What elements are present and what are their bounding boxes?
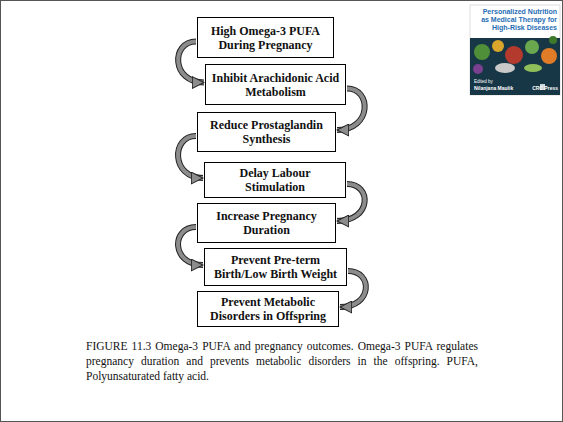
book-title: Personalized Nutrition as Medical Therap… bbox=[478, 8, 557, 32]
box-text: Prevent Metabolic Disorders in Offspring bbox=[203, 295, 333, 323]
box-text: Inhibit Arachidonic Acid Metabolism bbox=[211, 71, 340, 99]
cover-leaf bbox=[549, 36, 557, 44]
book-cover bbox=[470, 5, 560, 95]
process-box: Prevent Pre-term Birth/Low Birth Weight bbox=[204, 248, 347, 286]
cover-vegetable bbox=[505, 46, 523, 64]
cover-vegetable bbox=[525, 40, 539, 54]
process-box: Increase Pregnancy Duration bbox=[197, 203, 336, 243]
process-box: Inhibit Arachidonic Acid Metabolism bbox=[205, 64, 346, 105]
process-box: Delay Labour Stimulation bbox=[204, 162, 346, 198]
process-box: High Omega-3 PUFA During Pregnancy bbox=[197, 17, 334, 58]
cover-photo bbox=[470, 38, 560, 95]
box-text: Delay Labour Stimulation bbox=[210, 166, 340, 194]
process-box: Prevent Metabolic Disorders in Offspring bbox=[197, 291, 339, 327]
box-text: Prevent Pre-term Birth/Low Birth Weight bbox=[210, 253, 341, 281]
box-text: High Omega-3 PUFA During Pregnancy bbox=[203, 24, 328, 52]
cover-vegetable bbox=[473, 64, 483, 74]
box-text: Reduce Prostaglandin Synthesis bbox=[203, 118, 330, 146]
book-editor-note: Edited by bbox=[474, 79, 514, 84]
cover-ground bbox=[470, 5, 560, 95]
cover-vegetable bbox=[474, 44, 490, 60]
cover-capsule bbox=[495, 63, 515, 73]
box-text: Increase Pregnancy Duration bbox=[203, 209, 330, 237]
cover-capsule bbox=[524, 64, 542, 72]
book-editor: Nilanjana Maulik bbox=[474, 85, 524, 91]
process-box: Reduce Prostaglandin Synthesis bbox=[197, 112, 336, 152]
cover-vegetable bbox=[541, 48, 557, 64]
cover-pill bbox=[492, 40, 504, 52]
figure-caption: FIGURE 11.3 Omega-3 PUFA and pregnancy o… bbox=[86, 339, 478, 384]
book-publisher: CRC Press bbox=[530, 85, 558, 91]
